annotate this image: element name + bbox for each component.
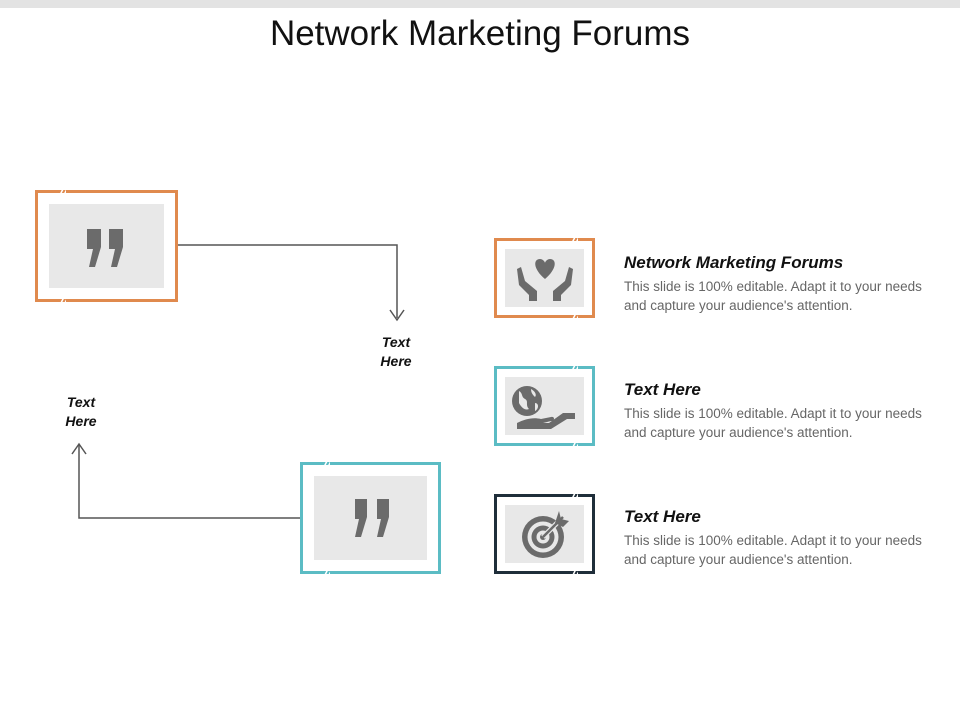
item-1-title: Network Marketing Forums bbox=[624, 253, 844, 272]
item-1-desc: This slide is 100% editable. Adapt it to… bbox=[624, 279, 922, 313]
open-quote-icon bbox=[87, 229, 123, 267]
globe-hand-icon bbox=[512, 386, 575, 429]
item-3-desc: This slide is 100% editable. Adapt it to… bbox=[624, 533, 922, 567]
slide-title: Network Marketing Forums bbox=[269, 14, 691, 53]
item-2-title: Text Here bbox=[624, 380, 701, 399]
item-3-icon-frame bbox=[494, 494, 595, 574]
item-2-icon-frame bbox=[494, 366, 595, 446]
item-1-icon-frame bbox=[494, 238, 595, 318]
open-quote-frame bbox=[35, 190, 178, 302]
target-icon bbox=[522, 511, 569, 558]
item-2-desc: This slide is 100% editable. Adapt it to… bbox=[624, 406, 922, 440]
close-quote-frame bbox=[300, 462, 441, 574]
top-bar bbox=[0, 0, 960, 8]
item-3-title: Text Here bbox=[624, 507, 701, 526]
heart-hands-icon bbox=[517, 259, 573, 301]
close-quote-icon bbox=[355, 499, 389, 537]
